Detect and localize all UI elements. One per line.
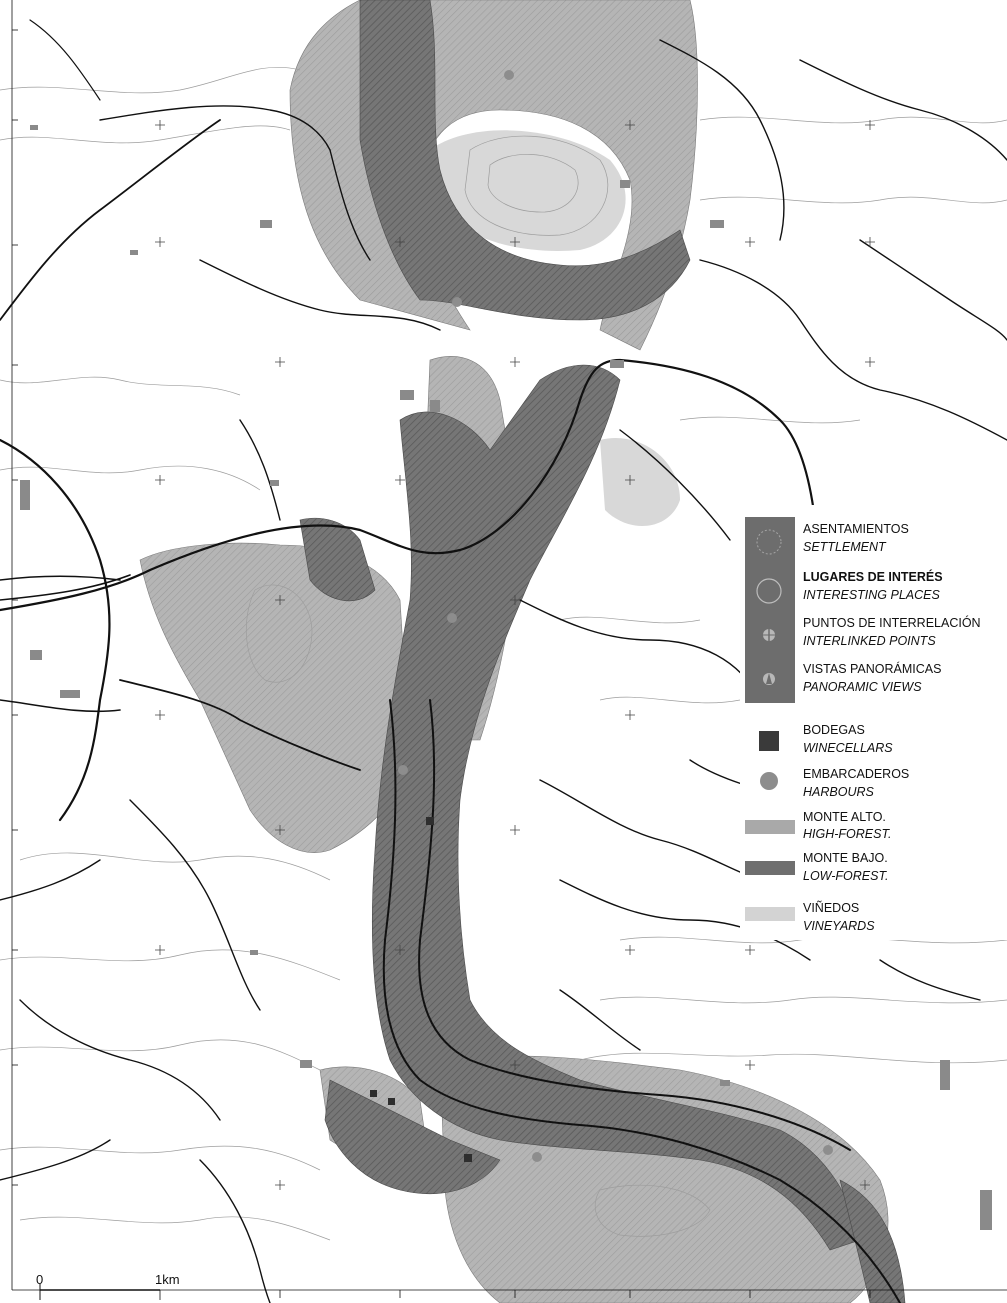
legend-high-forest-sublabel: HIGH-FOREST.	[803, 827, 891, 841]
winecellar-marker	[464, 1154, 472, 1162]
scale-bar: 0 1km	[36, 1272, 180, 1300]
map-winecellars	[370, 817, 472, 1162]
frame-ticks	[11, 0, 1007, 1300]
legend-low-forest-sublabel: LOW-FOREST.	[803, 869, 888, 883]
split-circle-icon	[763, 629, 775, 641]
circle-icon	[760, 772, 778, 790]
legend-harbours-sublabel: HARBOURS	[803, 785, 875, 799]
legend-low-forest-label: MONTE BAJO.	[803, 851, 888, 865]
legend-interlinked-points-label: PUNTOS DE INTERRELACIÓN	[803, 615, 981, 630]
legend-winecellars-sublabel: WINECELLARS	[803, 741, 893, 755]
winecellar-marker	[388, 1098, 395, 1105]
map-legend: ASENTAMIENTOS SETTLEMENT LUGARES DE INTE…	[740, 505, 1007, 940]
legend-interesting-places-sublabel: INTERESTING PLACES	[803, 588, 940, 602]
grid-crosses	[155, 120, 875, 1190]
settlement-clusters	[20, 125, 992, 1230]
bar-swatch-icon	[745, 820, 795, 834]
legend-winecellars-label: BODEGAS	[803, 723, 865, 737]
low-forest-layer	[299, 0, 906, 1303]
road-network	[0, 19, 1007, 1303]
harbour-marker	[398, 765, 408, 775]
contour-lines	[0, 66, 1007, 1241]
view-cone-icon	[763, 673, 775, 685]
harbour-marker	[447, 613, 457, 623]
legend-settlement-sublabel: SETTLEMENT	[803, 540, 887, 554]
circle-outline-icon	[756, 578, 782, 604]
legend-vineyards-sublabel: VINEYARDS	[803, 919, 875, 933]
dotted-circle-icon	[756, 529, 782, 555]
harbour-marker	[532, 1152, 542, 1162]
legend-settlement-label: ASENTAMIENTOS	[803, 522, 909, 536]
square-icon	[759, 731, 779, 751]
legend-vineyards-label: VIÑEDOS	[803, 901, 859, 915]
legend-interesting-places-label: LUGARES DE INTERÉS	[803, 569, 943, 584]
legend-high-forest-label: MONTE ALTO.	[803, 810, 886, 824]
map-harbours	[398, 70, 833, 1162]
winecellar-marker	[426, 817, 434, 825]
legend-dark-column	[745, 517, 795, 703]
harbour-marker	[823, 1145, 833, 1155]
winecellar-marker	[370, 1090, 377, 1097]
harbour-marker	[452, 297, 462, 307]
legend-harbours-label: EMBARCADEROS	[803, 767, 909, 781]
harbour-marker	[504, 70, 514, 80]
scale-start-label: 0	[36, 1272, 43, 1287]
legend-interlinked-points-sublabel: INTERLINKED POINTS	[803, 634, 936, 648]
legend-panoramic-views-label: VISTAS PANORÁMICAS	[803, 661, 941, 676]
bar-swatch-icon	[745, 907, 795, 921]
bar-swatch-icon	[745, 861, 795, 875]
scale-end-label: 1km	[155, 1272, 180, 1287]
legend-panoramic-views-sublabel: PANORAMIC VIEWS	[803, 680, 922, 694]
